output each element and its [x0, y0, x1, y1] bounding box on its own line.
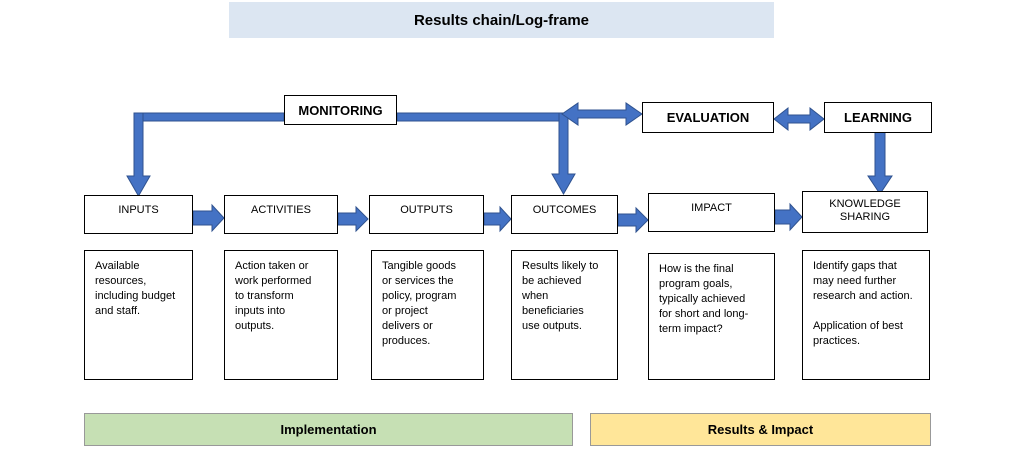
- monitoring-box: MONITORING: [284, 95, 397, 125]
- stage-outputs: OUTPUTS: [369, 195, 484, 234]
- learning-box: LEARNING: [824, 102, 932, 133]
- learning-to-knowledge-arrow: [867, 129, 893, 195]
- description-outcomes: Results likely to be achieved when benef…: [511, 250, 618, 380]
- stage-activities: ACTIVITIES: [224, 195, 338, 234]
- impact-to-knowledge-arrow: [774, 202, 803, 232]
- description-impact: How is the final program goals, typicall…: [648, 253, 775, 380]
- stage-knowledge-sharing: KNOWLEDGE SHARING: [802, 191, 928, 233]
- inputs-to-activities-arrow: [192, 203, 225, 233]
- outcomes-evaluation-double-arrow: [561, 102, 643, 126]
- activities-to-outputs-arrow: [337, 205, 369, 233]
- outcomes-to-impact-arrow: [617, 206, 649, 234]
- stage-outcomes: OUTCOMES: [511, 195, 618, 234]
- description-activities: Action taken or work performed to transf…: [224, 250, 338, 380]
- implementation-phase-bar: Implementation: [84, 413, 573, 446]
- description-knowledge-sharing: Identify gaps that may need further rese…: [802, 250, 930, 380]
- description-inputs: Available resources, including budget an…: [84, 250, 193, 380]
- evaluation-box: EVALUATION: [642, 102, 774, 133]
- diagram-title: Results chain/Log-frame: [229, 2, 774, 38]
- outputs-to-outcomes-arrow: [483, 205, 512, 233]
- stage-inputs: INPUTS: [84, 195, 193, 234]
- monitoring-to-inputs-arrow: [126, 112, 151, 198]
- stage-impact: IMPACT: [648, 193, 775, 232]
- description-outputs: Tangible goods or services the policy, p…: [371, 250, 484, 380]
- results-impact-phase-bar: Results & Impact: [590, 413, 931, 446]
- evaluation-learning-double-arrow: [773, 106, 825, 132]
- monitoring-to-outcomes-arrow: [551, 112, 576, 196]
